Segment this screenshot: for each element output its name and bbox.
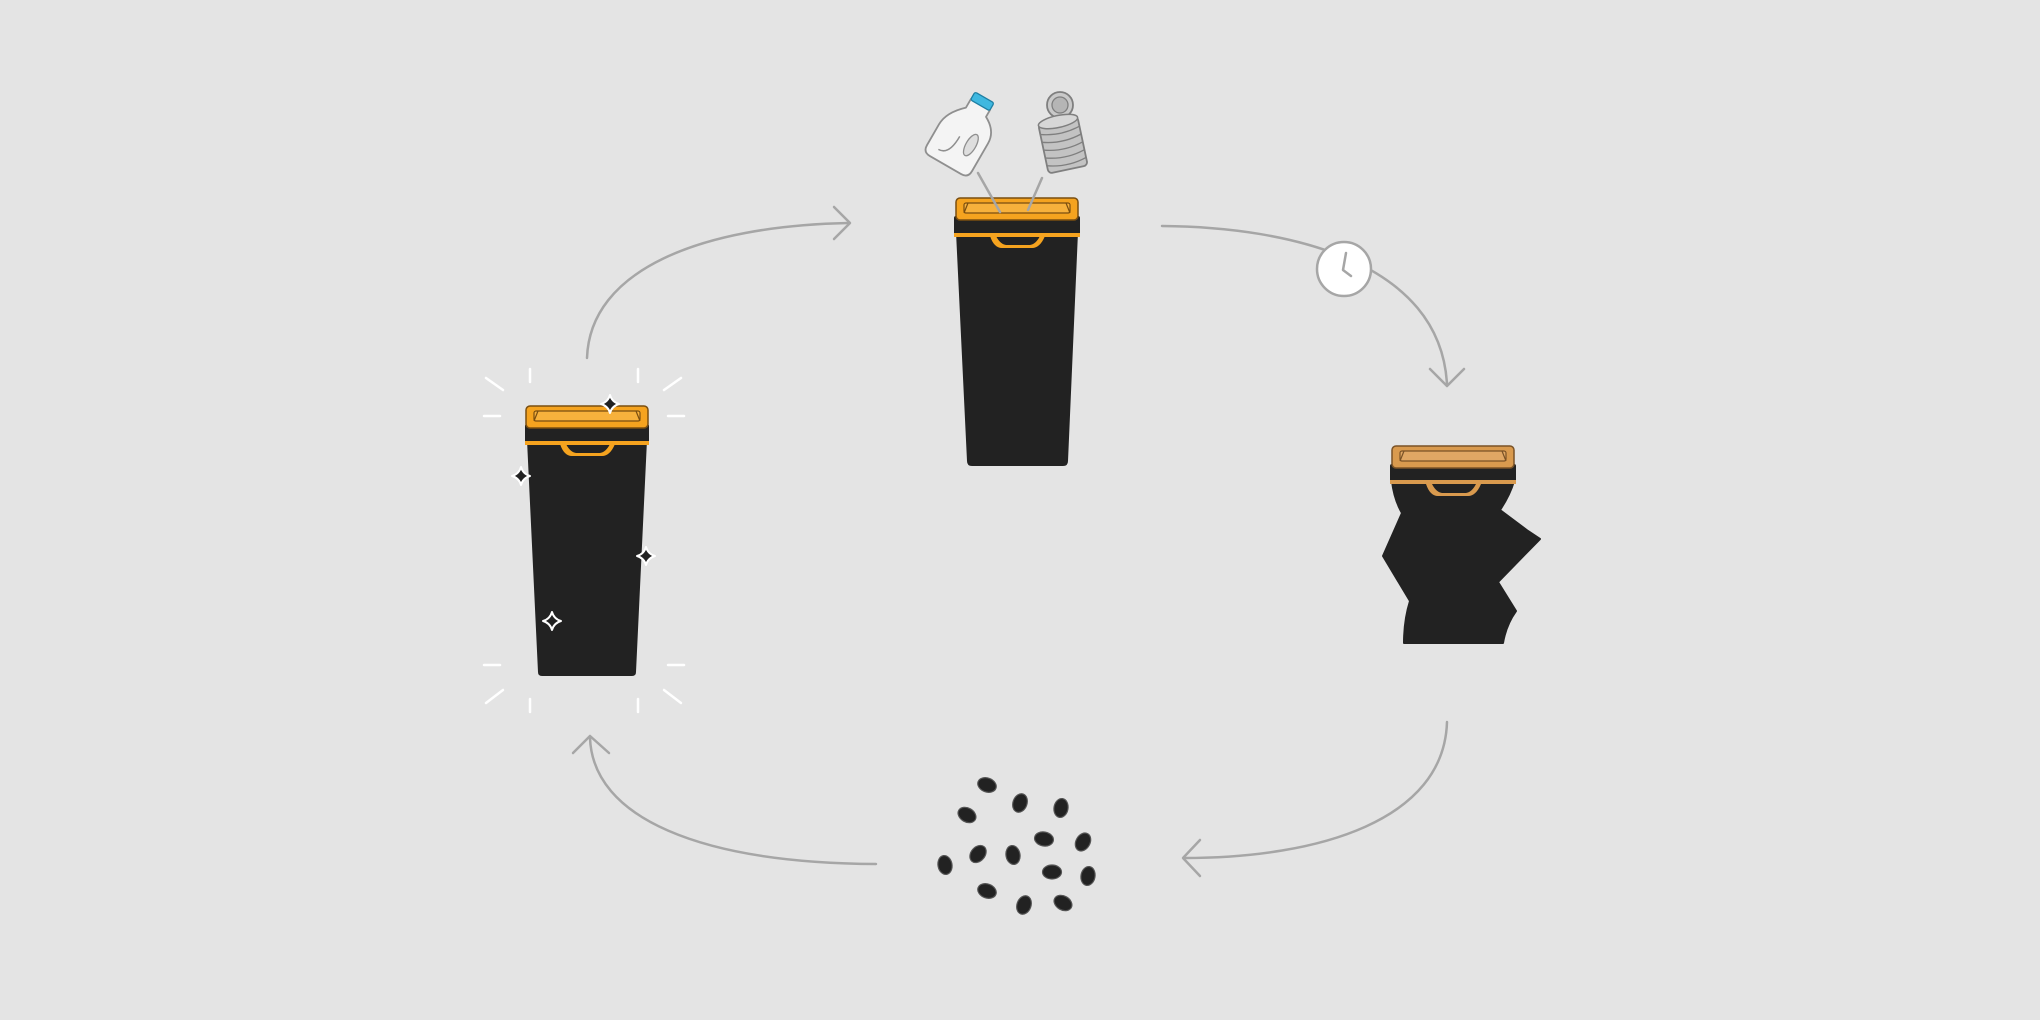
stage-bin-receiving-waste bbox=[924, 91, 1088, 466]
arrow-clean-to-filling bbox=[585, 205, 852, 360]
stage-recycled-pellets bbox=[937, 777, 1096, 915]
sparkle-icon bbox=[511, 466, 531, 486]
pellet bbox=[977, 777, 997, 793]
pellet bbox=[969, 844, 987, 864]
star-sparkles bbox=[511, 394, 656, 631]
bin-icon bbox=[954, 197, 1080, 466]
arrow-filling-to-aged bbox=[1160, 224, 1466, 388]
sparkle-icon bbox=[542, 611, 562, 631]
sparkle-icon bbox=[600, 394, 620, 414]
pellet bbox=[1016, 895, 1032, 915]
pellet bbox=[1053, 797, 1069, 819]
pellet bbox=[1074, 832, 1092, 852]
pellet bbox=[937, 854, 953, 876]
stage-clean-new-bin bbox=[482, 367, 686, 714]
stage-aged-broken-bin bbox=[1382, 445, 1541, 644]
pellet bbox=[1041, 864, 1063, 880]
pellet bbox=[957, 806, 977, 824]
arrow-pellets-to-clean bbox=[571, 734, 878, 866]
pellet bbox=[1080, 865, 1096, 887]
pellet bbox=[1053, 894, 1073, 912]
tin-can-icon bbox=[1037, 91, 1088, 174]
broken-bin-icon bbox=[1382, 445, 1541, 644]
sparkle-icon bbox=[636, 546, 656, 566]
plastic-bottle-icon bbox=[924, 92, 994, 177]
pellet bbox=[1033, 831, 1055, 847]
pellet bbox=[1012, 793, 1028, 813]
clock-icon bbox=[1315, 240, 1373, 298]
pellets-icon bbox=[937, 777, 1096, 915]
sparkle-icon bbox=[482, 367, 686, 714]
falling-motion-lines bbox=[976, 171, 1044, 214]
pellet bbox=[1005, 844, 1021, 866]
bin-icon bbox=[525, 405, 649, 676]
pellet bbox=[977, 883, 997, 899]
arrow-aged-to-pellets bbox=[1181, 720, 1449, 878]
